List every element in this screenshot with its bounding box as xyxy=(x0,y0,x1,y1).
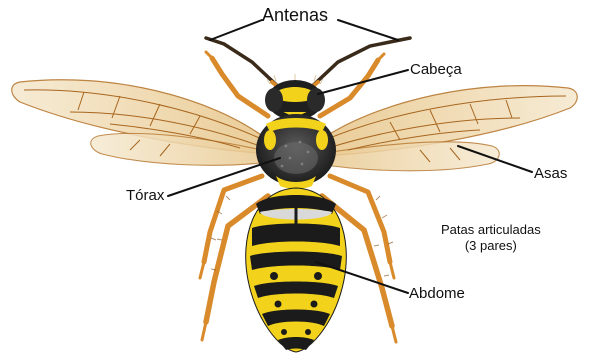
thorax xyxy=(256,114,336,189)
patas-label: Patas articuladas (3 pares) xyxy=(441,222,541,255)
abdome-label: Abdome xyxy=(409,286,465,301)
asas-label: Asas xyxy=(534,166,567,181)
cabeca-leader xyxy=(318,70,408,94)
right-wings xyxy=(318,86,577,171)
torax-label: Tórax xyxy=(126,188,164,203)
patas-label-line2: (3 pares) xyxy=(441,238,541,254)
left-wings xyxy=(12,80,270,166)
antenas-label: Antenas xyxy=(262,6,328,24)
antenas-leader-left xyxy=(210,20,262,40)
abdomen xyxy=(246,188,347,352)
cabeca-label: Cabeça xyxy=(410,62,462,77)
antenas-leader-right xyxy=(338,20,398,40)
patas-label-line1: Patas articuladas xyxy=(441,222,541,238)
